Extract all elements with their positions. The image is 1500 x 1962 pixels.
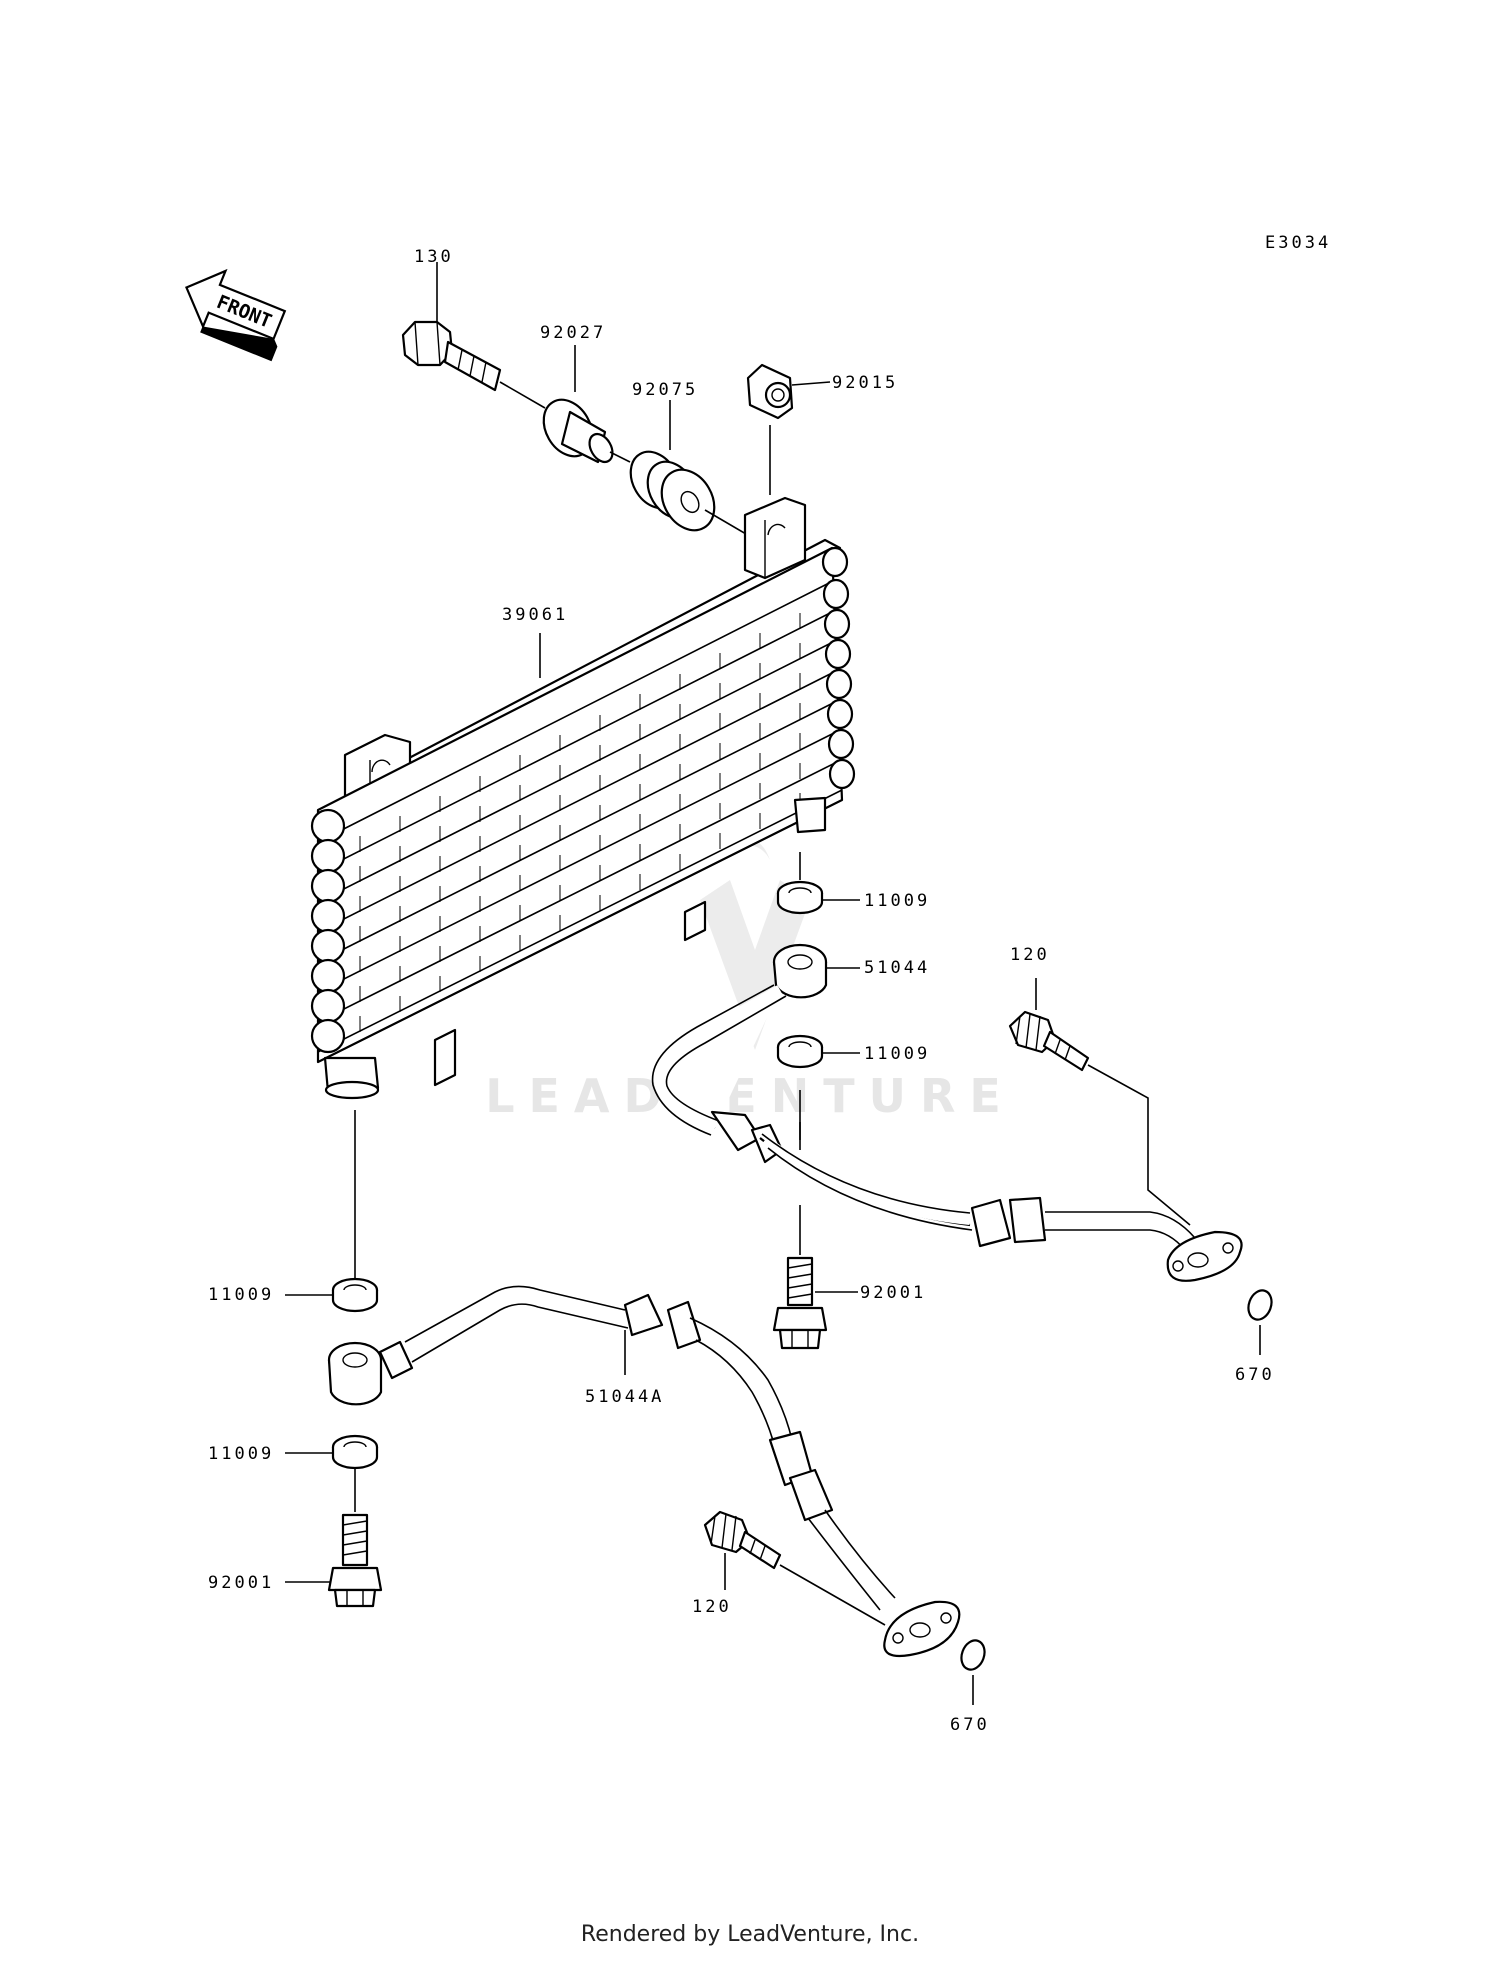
front-arrow-icon: FRONT (185, 268, 287, 362)
label-670-b: 670 (950, 1715, 990, 1735)
part-92001-bolt-b (285, 1513, 383, 1608)
cooler-fin-ticks (359, 613, 801, 1032)
part-11009-washer-b (776, 1034, 860, 1150)
part-120-bolt-b (703, 1510, 886, 1626)
part-92027-collar (542, 345, 631, 464)
watermark-text: LEADVENTURE (485, 1069, 1015, 1123)
label-51044A: 51044A (585, 1387, 664, 1407)
part-11009-washer-d (285, 1434, 379, 1512)
label-11009-d: 11009 (208, 1444, 274, 1464)
part-51044A-hose (327, 1285, 961, 1658)
label-92001-a: 92001 (860, 1283, 926, 1303)
diagram-code: E3034 (1265, 233, 1331, 253)
label-670-a: 670 (1235, 1365, 1275, 1385)
label-11009-c: 11009 (208, 1285, 274, 1305)
label-130: 130 (414, 247, 454, 267)
label-92001-b: 92001 (208, 1573, 274, 1593)
part-120-bolt-a (1008, 978, 1191, 1226)
part-11009-washer-a (776, 852, 860, 915)
label-120-b: 120 (692, 1597, 732, 1617)
part-39061-oil-cooler (310, 496, 856, 1100)
part-670-oring-a (1247, 1289, 1273, 1355)
label-11009-b: 11009 (864, 1044, 930, 1064)
part-92015-nut (746, 363, 831, 495)
label-92027: 92027 (540, 323, 606, 343)
part-51044-hose (651, 943, 1243, 1282)
label-120-a: 120 (1010, 945, 1050, 965)
part-92001-bolt-a (772, 1205, 858, 1350)
cooler-fins (317, 579, 843, 1053)
footer-credit: Rendered by LeadVenture, Inc. (580, 1922, 920, 1947)
label-11009-a: 11009 (864, 891, 930, 911)
part-130-bolt (401, 262, 546, 409)
label-92015: 92015 (832, 373, 898, 393)
watermark: LEADVENTURE (485, 837, 1015, 1123)
part-92075-grommet (629, 400, 771, 549)
label-92075: 92075 (632, 380, 698, 400)
part-11009-washer-c (285, 1277, 379, 1313)
cooler-tube-ends (310, 546, 856, 1054)
label-39061: 39061 (502, 605, 568, 625)
label-51044: 51044 (864, 958, 930, 978)
part-670-oring-b (960, 1639, 986, 1705)
